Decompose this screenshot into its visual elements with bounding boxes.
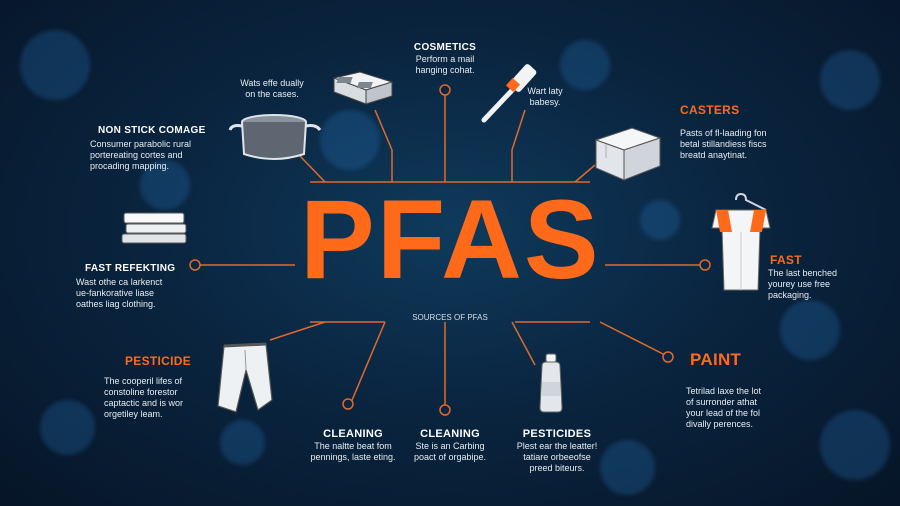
fast-right-heading: FAST: [770, 253, 802, 267]
connector-pesticides: [511, 321, 536, 366]
subtitle: SOURCES OF PFAS: [412, 313, 488, 322]
bokeh-light: [40, 400, 95, 455]
connector-cleaning1: [349, 321, 386, 406]
connector-wax: [374, 109, 393, 182]
cleaning-2-text: Ste is an Carbing poact of orgabipe.: [413, 441, 487, 462]
pesticides-text: Plest ear the leatter! tatiare orbeeofse…: [516, 441, 598, 473]
cleaning-1-heading: CLEANING: [323, 428, 383, 440]
nonstick-heading: NON STICK COMAGE: [98, 125, 206, 136]
node-dot: [189, 259, 201, 271]
connector-pesticide: [269, 321, 326, 341]
bokeh-light: [780, 300, 840, 360]
casters-text: Pasts of fl-laading fon betal stillandie…: [680, 128, 767, 160]
paint-heading: PAINT: [690, 350, 742, 369]
cosmetics-heading: COSMETICS: [413, 42, 477, 53]
bokeh-light: [640, 200, 680, 240]
bokeh-light: [820, 410, 890, 480]
fast-right-text: The last benched yourey use free packagi…: [768, 268, 838, 300]
bokeh-light: [220, 420, 265, 465]
main-title: PFAS: [300, 177, 601, 302]
connector-makeup: [511, 109, 526, 182]
pesticides-heading: PESTICIDES: [522, 428, 592, 440]
nonstick-text: Consumer parabolic rural portereating co…: [90, 139, 192, 171]
pesticide-heading: PESTICIDE: [125, 354, 192, 368]
bokeh-light: [320, 110, 380, 170]
pants-icon: [217, 342, 273, 413]
paint-text: Tetrilad laxe the lot of surronder athat…: [686, 386, 762, 429]
bokeh-light: [600, 440, 655, 495]
bokeh-light: [20, 30, 90, 100]
node-dot: [439, 84, 451, 96]
bokeh-light: [140, 160, 190, 210]
cleaning-2-heading: CLEANING: [420, 428, 480, 440]
fast-left-text: Wast othe ca larkenct ue-fankorative lia…: [76, 277, 163, 309]
spray-bottle-icon: [539, 353, 563, 413]
makeup-text: Wart laty babesy.: [527, 86, 563, 107]
connector-paint: [599, 321, 666, 356]
connector-casters: [574, 164, 596, 183]
fast-left-heading: FAST REFEKTING: [85, 263, 176, 274]
node-dot: [342, 398, 354, 410]
node-dot: [662, 351, 674, 363]
casters-heading: CASTERS: [680, 103, 740, 117]
compact-powder-icon: [332, 71, 394, 105]
node-dot: [699, 259, 711, 271]
folded-paper-icon: [121, 212, 187, 244]
cosmetics-text: Perform a mail hanging cohat.: [415, 54, 475, 75]
bokeh-light: [820, 50, 880, 110]
bokeh-light: [560, 40, 610, 90]
pesticide-text: The cooperil lifes of constoline foresto…: [104, 376, 184, 419]
cleaning-1-text: The naltte beat fom pennings, laste etin…: [310, 441, 396, 462]
box-icon: [594, 127, 662, 181]
cookpot-icon: [228, 114, 322, 160]
wax-text: Wats effe dually on the cases.: [240, 78, 304, 99]
mascara-icon: [481, 64, 537, 123]
apron-icon: [711, 192, 771, 291]
node-dot: [439, 404, 451, 416]
